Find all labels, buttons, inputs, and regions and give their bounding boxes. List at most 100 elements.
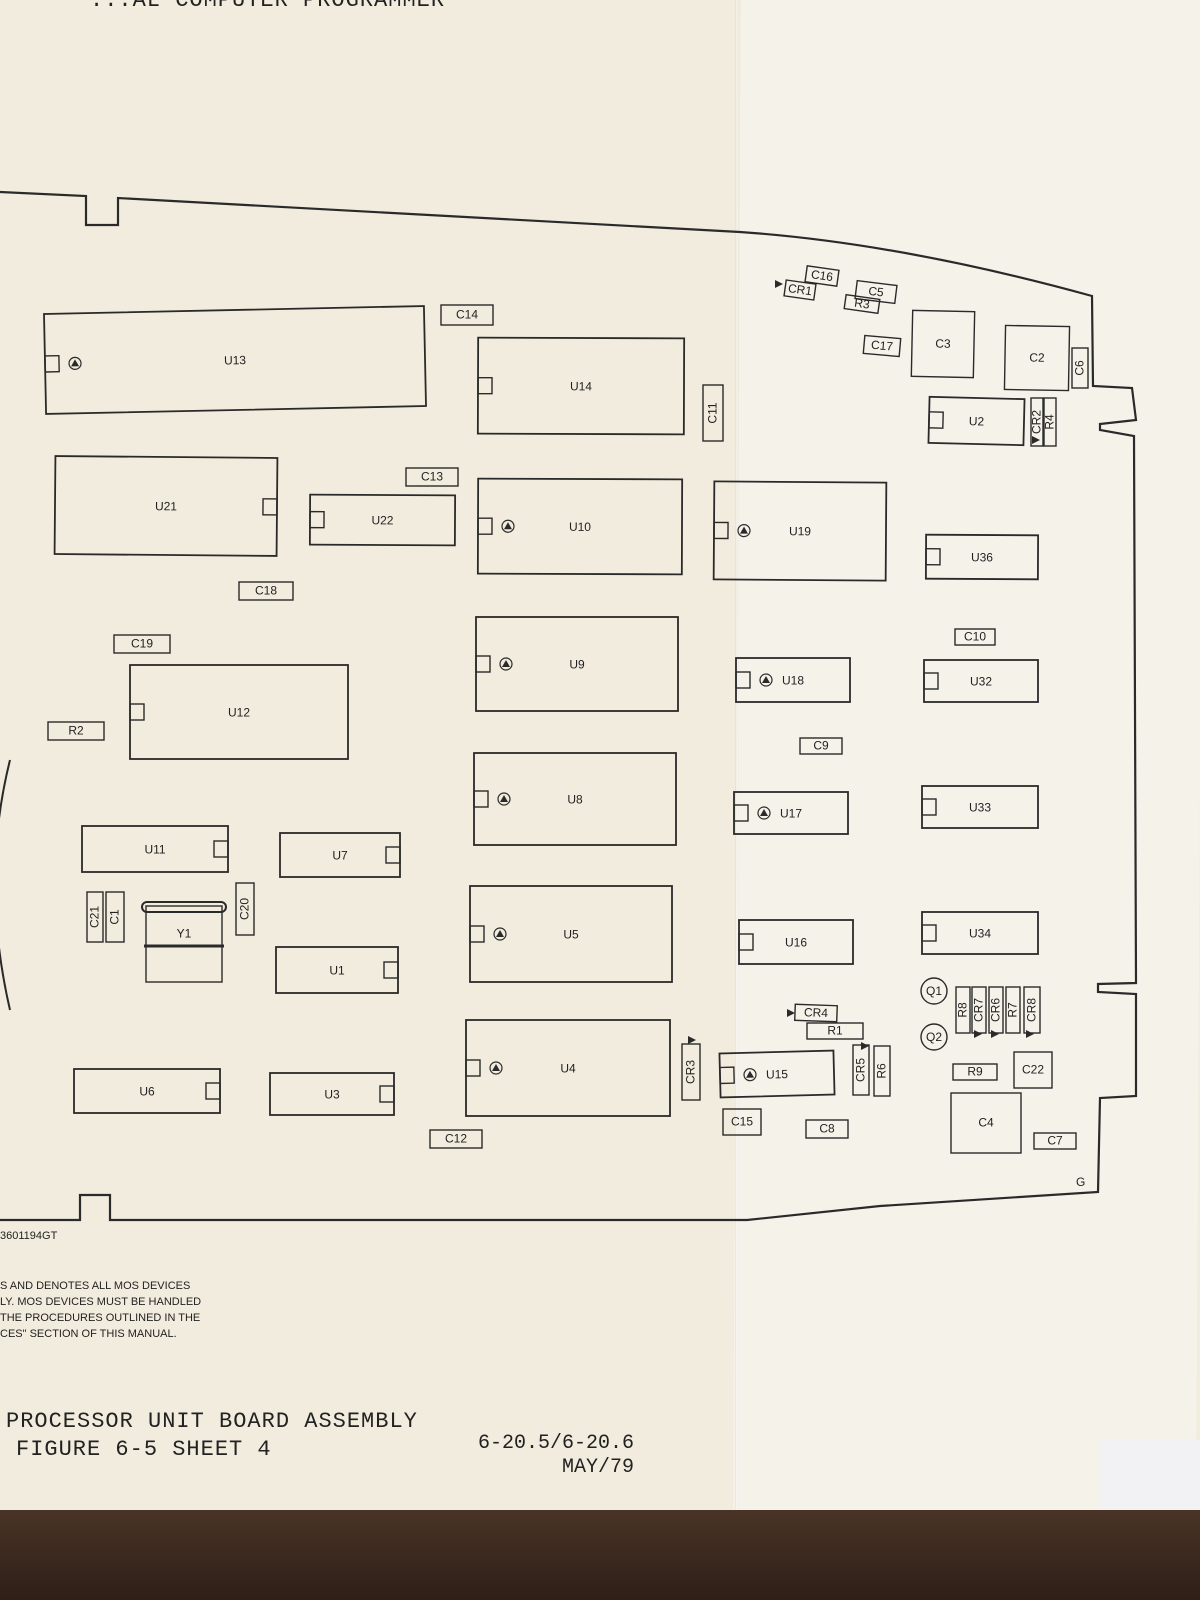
pin1-notch: [928, 411, 944, 429]
component-body: [1005, 986, 1021, 1034]
component-c16: C16: [804, 265, 840, 287]
ic-u16: U16: [738, 919, 854, 965]
component-label: U21: [155, 499, 177, 513]
pin1-notch: [735, 671, 751, 689]
component-body: [440, 304, 494, 326]
component-label: Q1: [926, 984, 942, 998]
component-c17: C17: [862, 334, 902, 358]
component-label: U13: [224, 353, 247, 367]
pin1-notch: [44, 354, 60, 373]
component-label: Q2: [926, 1030, 942, 1044]
component-label: C20: [238, 898, 252, 920]
pin1-notch: [309, 510, 325, 529]
mos-warning-icon: [68, 356, 82, 370]
component-c6: C6: [1071, 347, 1089, 389]
component-body: [799, 737, 843, 755]
component-body: [805, 1119, 849, 1139]
ic-u15: U15: [718, 1049, 836, 1099]
component-label: C21: [88, 906, 102, 928]
component-label: U3: [324, 1087, 340, 1101]
crystal-top: [141, 901, 227, 913]
component-label: C5: [868, 284, 885, 300]
mos-warning-icon: [489, 1061, 503, 1075]
mos-warning-icon-glyph: [500, 795, 508, 802]
component-cr8: CR8: [1023, 986, 1041, 1034]
component-label: U34: [969, 926, 991, 940]
component-label: C16: [810, 267, 834, 284]
component-label: U11: [144, 842, 165, 856]
board-left-edge-arc: [0, 759, 11, 1011]
mos-warning-icon: [499, 657, 513, 671]
component-body: [86, 891, 104, 943]
diode-marker-icon: [861, 1042, 869, 1050]
ic-u3: U3: [269, 1072, 395, 1116]
component-c4: C4: [950, 1092, 1022, 1154]
component-r2: R2: [47, 721, 105, 741]
ic-u36: U36: [924, 533, 1040, 581]
ic-u32: U32: [923, 659, 1039, 703]
component-c2: C2: [1003, 324, 1071, 392]
component-r8: R8: [955, 986, 971, 1034]
component-r9: R9: [952, 1063, 998, 1081]
component-label: U22: [371, 513, 393, 527]
paper-fold: [735, 0, 739, 1520]
desk-surface: [0, 1510, 1200, 1600]
page-number: 6-20.5/6-20.6: [477, 1432, 634, 1455]
component-c22: C22: [1013, 1051, 1053, 1089]
pin1-notch: [477, 517, 493, 535]
ic-u10: U10: [476, 477, 684, 576]
transistor-q2: Q2: [920, 1023, 948, 1051]
component-body: [1003, 324, 1071, 392]
component-body: [429, 1129, 483, 1149]
caption-title: PROCESSOR UNIT BOARD ASSEMBLY: [6, 1409, 418, 1434]
ic-u18: U18: [735, 657, 851, 703]
transistor-q1: Q1: [920, 977, 948, 1005]
component-label: C4: [978, 1116, 994, 1130]
component-c8: C8: [805, 1119, 849, 1139]
component-label: C1: [108, 909, 122, 925]
component-c21: C21: [86, 891, 104, 943]
component-body: [794, 1003, 838, 1023]
component-label: U5: [563, 927, 579, 941]
ic-u22: U22: [308, 493, 457, 547]
component-label: C11: [706, 402, 720, 423]
component-c19: C19: [113, 634, 171, 654]
diode-marker-icon: [688, 1036, 696, 1044]
component-r4: R4: [1043, 397, 1057, 447]
component-body: [843, 293, 881, 315]
component-body: [862, 334, 902, 358]
component-label: U15: [766, 1067, 789, 1082]
component-label: CR5: [854, 1058, 868, 1082]
component-cr5: CR5: [852, 1044, 870, 1096]
component-y1: Y1: [141, 901, 227, 983]
ic-u33: U33: [921, 785, 1039, 829]
pin1-notch: [473, 790, 489, 808]
component-label: C15: [731, 1115, 753, 1129]
component-label: C3: [935, 337, 951, 351]
note-line: LY. MOS DEVICES MUST BE HANDLED: [0, 1296, 202, 1308]
pin1-notch: [925, 548, 941, 566]
ic-u14: U14: [476, 336, 686, 436]
pin1-notch: [713, 521, 729, 540]
pin1-notch: [921, 798, 937, 816]
pin1-notch: [383, 961, 399, 979]
component-label: C22: [1022, 1063, 1044, 1077]
component-cr6: CR6: [988, 986, 1004, 1034]
component-cr7: CR7: [971, 986, 987, 1034]
pin1-notch: [385, 846, 401, 864]
component-label: R7: [1006, 1002, 1020, 1018]
pin1-notch: [469, 925, 485, 943]
ic-u19: U19: [712, 480, 888, 582]
component-label: CR1: [787, 281, 813, 298]
component-body: [804, 265, 840, 287]
pin1-notch: [733, 804, 749, 822]
component-label: U4: [560, 1061, 576, 1075]
mos-warning-icon-glyph: [496, 930, 504, 937]
transistor-body: [920, 977, 948, 1005]
component-cr2: CR2: [1030, 397, 1044, 447]
component-label: CR3: [684, 1060, 698, 1084]
component-body: [1013, 1051, 1053, 1089]
component-label: C9: [813, 739, 829, 753]
component-c10: C10: [954, 628, 996, 646]
